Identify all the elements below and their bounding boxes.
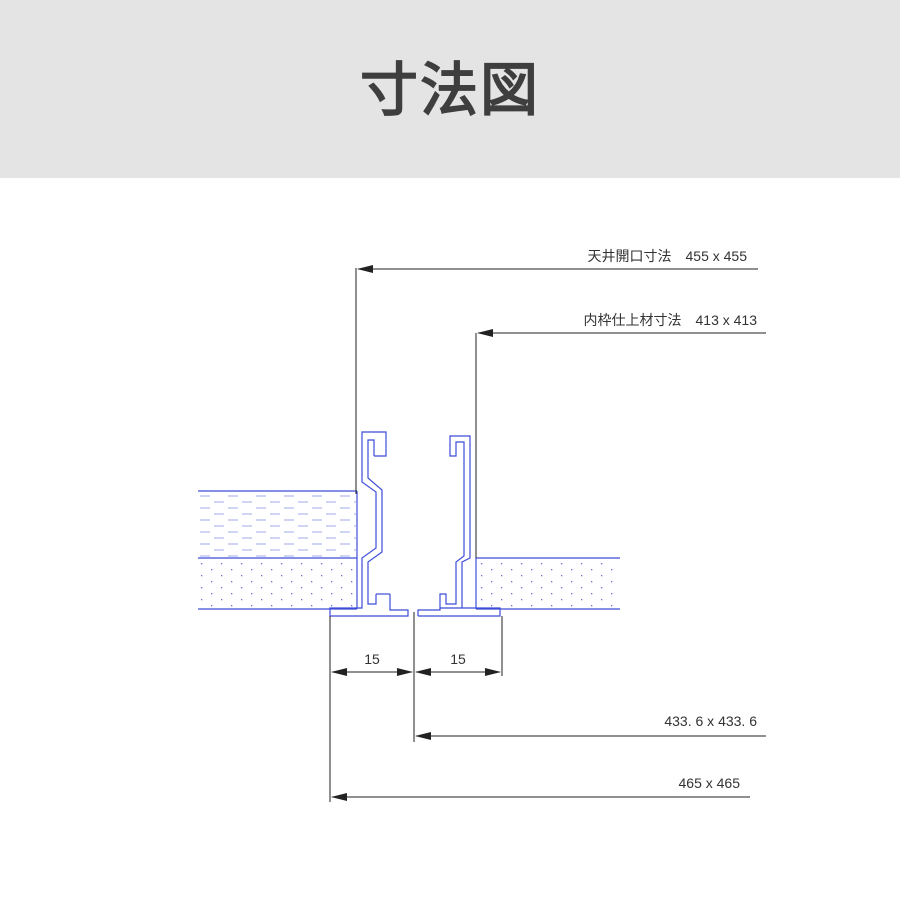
- dimension-label-flange-inner: 433. 6 x 433. 6: [664, 713, 757, 729]
- dimension-label-left: 15: [364, 651, 380, 667]
- dimension-left-width: 15: [331, 651, 413, 676]
- page-title: 寸法図: [359, 56, 540, 124]
- dimension-label-flange-outer: 465 x 465: [679, 775, 741, 791]
- ceiling-board-left-lower: [198, 491, 358, 610]
- dimension-flange-inner: 433. 6 x 433. 6: [415, 713, 766, 740]
- dimension-right-width: 15: [415, 651, 501, 676]
- ceiling-board-left-upper: [198, 490, 357, 559]
- ceiling-board-right: [475, 557, 620, 610]
- title-banner: 寸法図: [0, 0, 900, 178]
- dimension-label-inner: 内枠仕上材寸法 413 x 413: [584, 312, 758, 328]
- dimension-flange-outer: 465 x 465: [331, 775, 750, 801]
- inner-frame-profile: [417, 435, 501, 617]
- dimension-label-opening: 天井開口寸法 455 x 455: [588, 248, 748, 264]
- dimension-label-right: 15: [450, 651, 466, 667]
- outer-frame-profile: [329, 431, 409, 617]
- dimension-ceiling-opening: 天井開口寸法 455 x 455: [357, 248, 758, 273]
- dimension-inner-frame: 内枠仕上材寸法 413 x 413: [477, 312, 766, 337]
